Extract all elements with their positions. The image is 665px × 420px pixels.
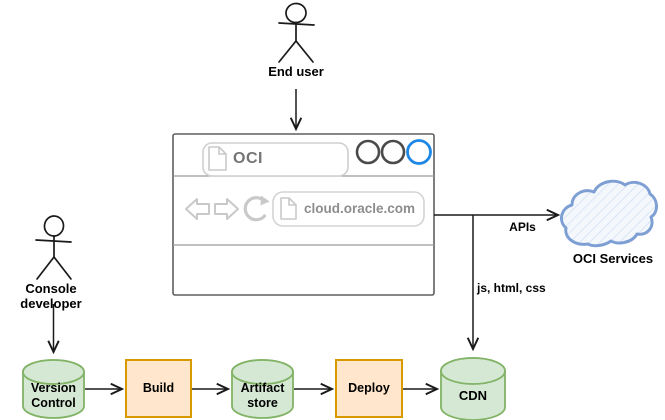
window-circle-active: [406, 139, 432, 165]
build-label: Build: [142, 381, 175, 395]
console-developer-label: Console developer: [20, 281, 82, 312]
page-icon: [208, 146, 227, 171]
rect-build: [125, 359, 192, 418]
end-user-label: End user: [268, 64, 324, 79]
browser-window: [172, 133, 435, 296]
rect-deploy: [335, 359, 403, 418]
apis-edge-label: APIs: [509, 220, 536, 234]
browser-tab-title: OCI: [233, 150, 263, 167]
browser-url: cloud.oracle.com: [304, 201, 416, 216]
artifact-store-label: Artifact store: [240, 381, 285, 410]
deploy-label: Deploy: [348, 381, 390, 395]
cylinder-artifact-store: [231, 359, 294, 419]
cdn-label: CDN: [458, 388, 488, 403]
window-circle-1: [355, 139, 381, 165]
end-user-figure: [278, 2, 315, 63]
browser-tab: [202, 142, 349, 177]
forward-icon: [214, 198, 239, 220]
console-developer-figure: [35, 215, 72, 280]
back-icon: [185, 198, 210, 220]
refresh-icon: [243, 195, 270, 222]
cylinder-cdn: [440, 357, 506, 420]
console-developer-head: [43, 215, 65, 237]
oci-services-label: OCI Services: [572, 251, 654, 266]
oci-services-cloud: [559, 179, 658, 248]
assets-edge-label: js, html, css: [477, 281, 546, 295]
end-user-head: [285, 2, 307, 24]
address-page-icon: [280, 197, 297, 220]
version-control-label: Version Control: [30, 381, 77, 410]
window-circle-2: [380, 139, 406, 165]
cylinder-version-control: [22, 359, 85, 419]
arrows: [54, 89, 559, 389]
address-bar: [272, 191, 425, 227]
